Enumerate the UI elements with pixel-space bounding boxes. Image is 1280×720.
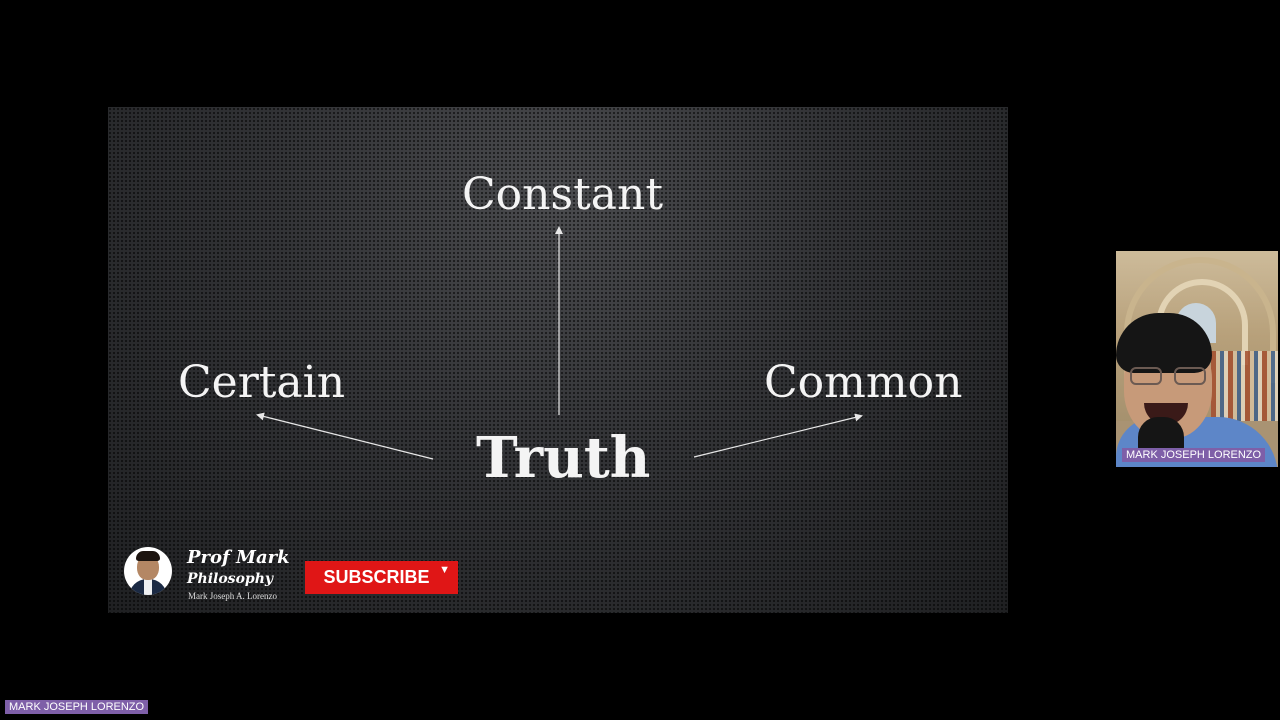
diagram-arrows [256, 226, 863, 460]
presenter-glasses [1130, 367, 1210, 387]
slide-word-common: Common [764, 357, 963, 408]
channel-avatar [124, 547, 172, 595]
subscribe-caret-icon: ▼ [439, 564, 450, 576]
channel-subtitle: Philosophy [187, 571, 274, 587]
subscribe-button[interactable]: SUBSCRIBE ▼ [305, 561, 458, 594]
participant-video-tile[interactable]: MARK JOSEPH LORENZO [1116, 251, 1278, 467]
active-speaker-name-tag[interactable]: MARK JOSEPH LORENZO [5, 700, 149, 714]
presenter-hair [1116, 313, 1212, 373]
channel-branding: Prof Mark Philosophy Mark Joseph A. Lore… [122, 545, 472, 605]
shared-slide: Constant Certain Common Truth Prof Mark … [108, 107, 1008, 613]
arrow-to-certain [256, 412, 434, 460]
slide-word-constant: Constant [462, 169, 664, 220]
slide-word-certain: Certain [178, 357, 346, 408]
subscribe-label: SUBSCRIBE [323, 567, 430, 587]
slide-word-truth: Truth [476, 425, 651, 491]
channel-title: Prof Mark [187, 547, 290, 568]
background-arch [1124, 257, 1276, 383]
arrow-to-common [693, 413, 863, 458]
background-figures [1211, 351, 1278, 421]
participant-name-tag: MARK JOSEPH LORENZO [1122, 448, 1266, 462]
channel-owner-name: Mark Joseph A. Lorenzo [188, 591, 277, 601]
